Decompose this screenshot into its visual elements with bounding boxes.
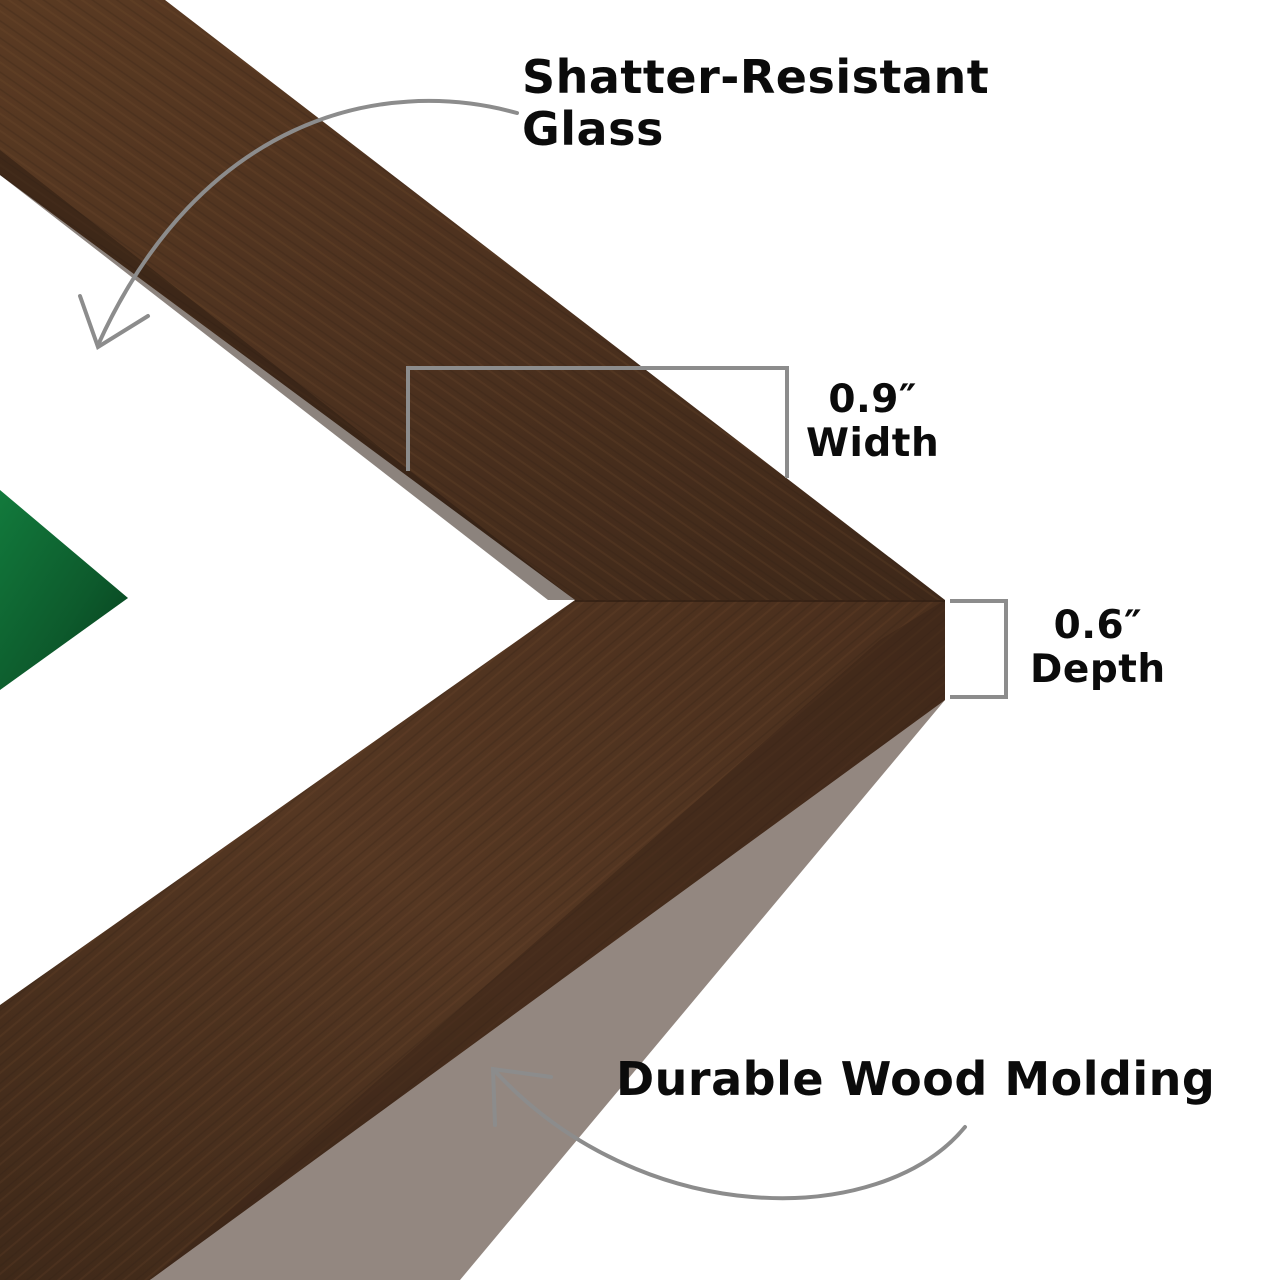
glass-callout: Shatter-Resistant Glass — [522, 50, 990, 156]
depth-label: Depth — [1030, 646, 1166, 692]
curved-arrow-down-left-icon — [78, 98, 519, 351]
width-callout: 0.9″ Width — [806, 378, 939, 465]
frame-lower-arm — [0, 600, 945, 1280]
depth-value: 0.6″ — [1053, 603, 1143, 648]
curved-arrow-up-left-icon — [490, 1066, 967, 1201]
molding-callout: Durable Wood Molding — [616, 1052, 1216, 1106]
molding-callout-text: Durable Wood Molding — [616, 1052, 1216, 1106]
mat-photo-corner — [0, 490, 128, 690]
depth-bracket-icon — [950, 599, 1008, 699]
width-value: 0.9″ — [828, 377, 917, 422]
depth-callout: 0.6″ Depth — [1030, 604, 1166, 691]
glass-callout-line2: Glass — [522, 101, 664, 156]
width-label: Width — [806, 420, 940, 466]
glass-callout-line1: Shatter-Resistant — [522, 50, 990, 104]
width-bracket-icon — [406, 366, 789, 478]
